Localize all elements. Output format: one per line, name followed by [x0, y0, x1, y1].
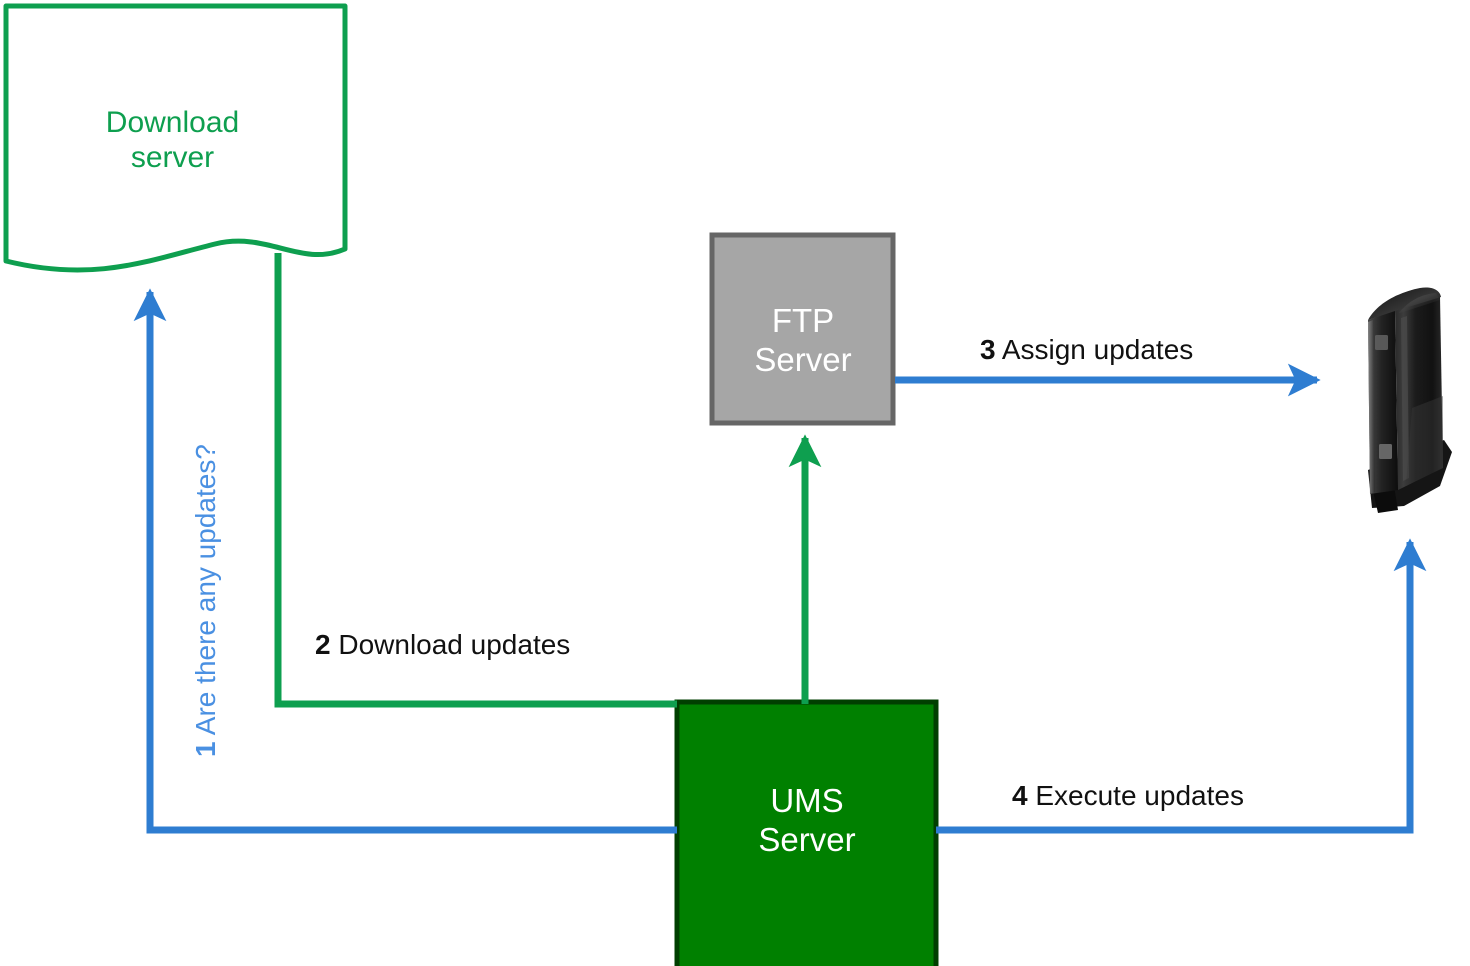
flow-2-text: Download updates — [338, 629, 571, 660]
flow-2-number: 2 — [315, 629, 331, 660]
ums-server-shape[interactable] — [674, 699, 939, 966]
flow-4-arrow — [936, 538, 1427, 834]
flow-label-execute-updates: 4 Execute updates — [1012, 780, 1244, 812]
flow-4-number: 4 — [1012, 780, 1028, 811]
device-logo-badge-top — [1375, 335, 1388, 350]
flow-label-download-updates: 2 Download updates — [315, 629, 570, 661]
device-lower-sheen — [1406, 396, 1443, 486]
ftp-server-shape[interactable] — [709, 232, 896, 426]
ums-server-rect — [674, 699, 939, 966]
device-top-cap — [1368, 287, 1441, 320]
flow-2-connector[interactable] — [274, 253, 677, 708]
flow-label-assign-updates: 3 Assign updates — [980, 334, 1193, 366]
flow-1-connector[interactable] — [133, 288, 677, 834]
flow-4-connector[interactable] — [936, 538, 1427, 834]
flow-1-text: Are there any updates? — [190, 444, 221, 736]
download-server-outline — [3, 3, 348, 273]
thin-client-device[interactable] — [1368, 287, 1452, 513]
flow-1-number: 1 — [190, 741, 221, 757]
flow-4-text: Execute updates — [1035, 780, 1244, 811]
device-gloss — [1399, 293, 1440, 313]
flow-label-are-there-any-updates: 1 Are there any updates? — [190, 444, 222, 757]
device-highlight-strip — [1401, 316, 1409, 481]
flow-3-number: 3 — [980, 334, 996, 365]
device-logo-badge-bottom — [1379, 444, 1392, 459]
flow-3-text: Assign updates — [1001, 334, 1194, 365]
device-left-bevel — [1368, 320, 1375, 494]
flow-1-arrow — [133, 288, 677, 834]
flow-2-line — [274, 253, 677, 708]
ftp-server-rect — [709, 232, 896, 426]
download-server-shape[interactable] — [3, 3, 348, 273]
